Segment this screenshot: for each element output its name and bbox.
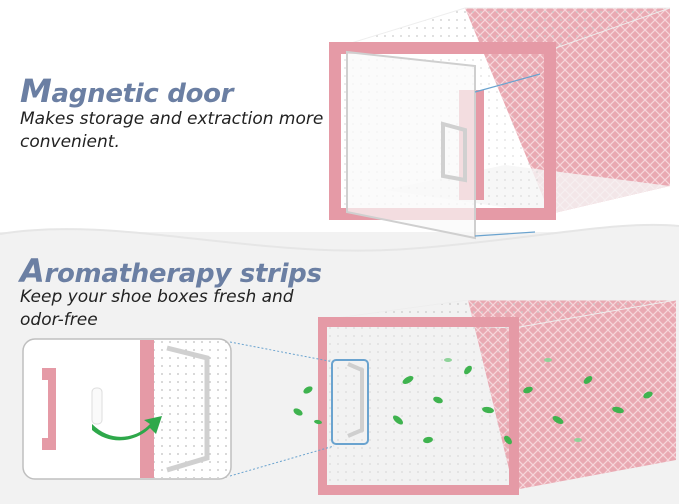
shoe-box-illustration-top	[329, 7, 671, 240]
insert-arrow-icon	[92, 416, 162, 441]
feature-title-aromatherapy-strips: Aromatherapy strips	[20, 252, 322, 290]
section-wave	[0, 223, 679, 272]
title-initial: M	[20, 72, 52, 110]
description-line: convenient.	[20, 132, 120, 152]
door-arrow-icon	[474, 73, 541, 93]
title-initial: A	[20, 252, 45, 290]
shoe-box-illustration-bottom	[318, 300, 677, 495]
description-line: Keep your shoe boxes fresh and	[20, 287, 294, 307]
callout-lines	[230, 341, 335, 477]
description-line: Makes storage and extraction more	[20, 109, 324, 129]
floating-leaves	[293, 386, 322, 425]
close-up-inset	[22, 338, 232, 480]
feature-description-magnetic-door: Makes storage and extraction more conven…	[20, 108, 323, 154]
description-line: odor-free	[20, 310, 98, 330]
feature-title-magnetic-door: Magnetic door	[20, 72, 234, 110]
title-rest: agnetic door	[51, 79, 234, 109]
title-rest: romatherapy strips	[44, 259, 322, 289]
feature-description-aromatherapy-strips: Keep your shoe boxes fresh and odor-free	[20, 286, 294, 332]
